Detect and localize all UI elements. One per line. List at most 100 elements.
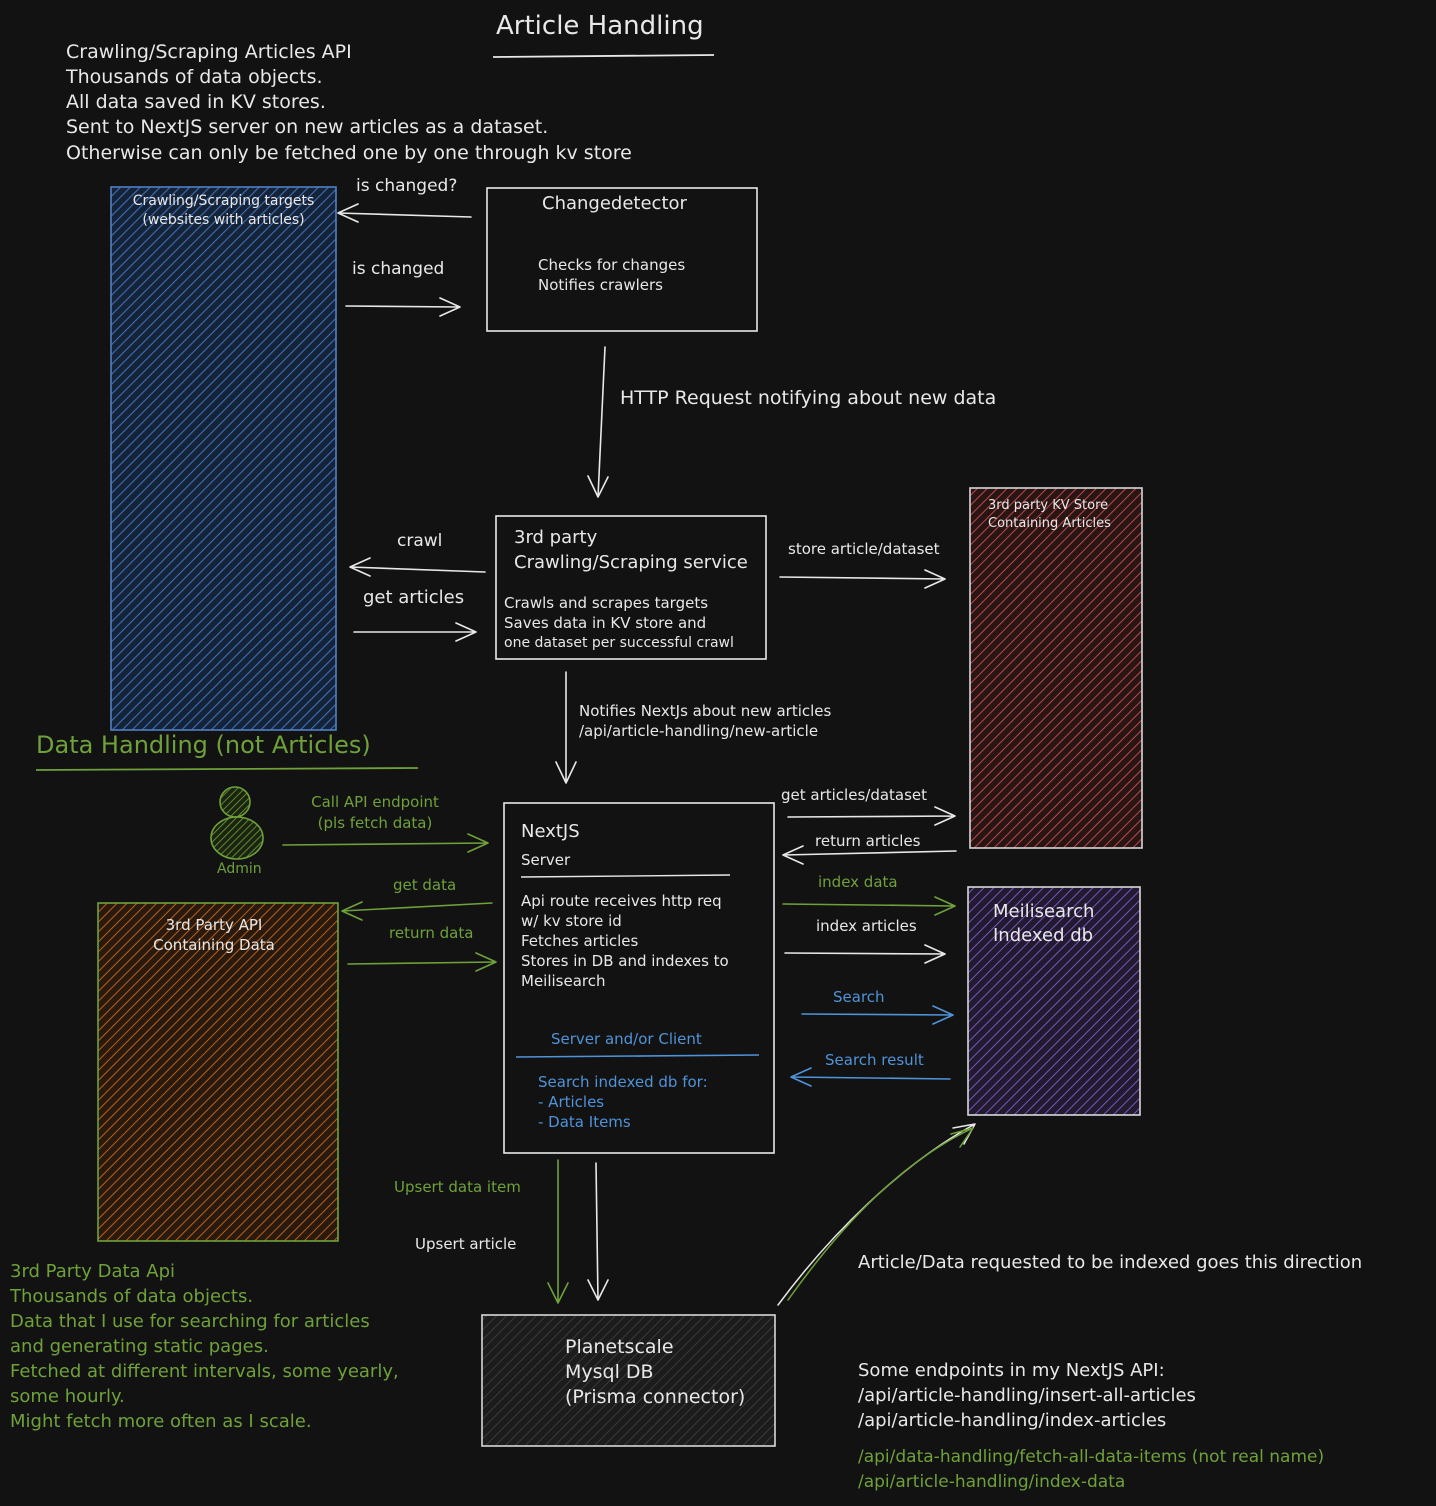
- arrow-store-article: [779, 569, 946, 589]
- data-api-label: Containing Data: [153, 936, 275, 954]
- arrow-get-data: [341, 901, 493, 921]
- data-handling-line: Thousands of data objects.: [10, 1286, 254, 1307]
- arrow-call-api: [282, 833, 489, 853]
- nextjs-client-title: Server and/or Client: [551, 1030, 702, 1048]
- changedetector-box: [486, 187, 758, 332]
- planetscale-box: [481, 1314, 776, 1447]
- arrow-return-data: [347, 952, 497, 972]
- kv-store-box: [969, 487, 1143, 849]
- data-api-label: 3rd Party API: [165, 916, 263, 934]
- admin-label: Admin: [217, 861, 262, 877]
- planetscale-label: (Prisma connector): [565, 1386, 746, 1408]
- edge-return-articles: return articles: [815, 832, 921, 850]
- edge-notifies: /api/article-handling/new-article: [579, 722, 819, 740]
- arrow-search-result: [790, 1067, 951, 1087]
- crawler-line: Crawls and scrapes targets: [504, 594, 709, 612]
- arrow-upsert-data-item: [547, 1159, 569, 1304]
- changedetector-line: Notifies crawlers: [538, 276, 663, 294]
- intro-line: Thousands of data objects.: [66, 66, 323, 88]
- data-handling-heading: Data Handling (not Articles): [36, 731, 371, 759]
- edge-search: Search: [833, 988, 885, 1006]
- edge-upsert-data-item: Upsert data item: [394, 1178, 521, 1196]
- data-handling-line: Fetched at different intervals, some yea…: [10, 1361, 399, 1382]
- arrow-index-articles: [784, 944, 946, 964]
- edge-call-api: (pls fetch data): [317, 814, 433, 832]
- targets-label: (websites with articles): [142, 212, 305, 228]
- nextjs-search-line: Search indexed db for:: [538, 1073, 708, 1091]
- kv-store-label: Containing Articles: [988, 516, 1111, 531]
- endpoint-line: /api/article-handling/index-articles: [858, 1410, 1167, 1431]
- intro-line: All data saved in KV stores.: [66, 91, 326, 113]
- data-handling-line: Might fetch more often as I scale.: [10, 1411, 312, 1432]
- edge-index-data: index data: [818, 873, 898, 891]
- data-api-box: [97, 902, 339, 1242]
- edge-http-request: HTTP Request notifying about new data: [620, 387, 997, 409]
- meili-label: Indexed db: [993, 925, 1094, 946]
- edge-crawl: crawl: [397, 531, 443, 551]
- nextjs-line: Stores in DB and indexes to: [521, 952, 729, 970]
- intro-line: Crawling/Scraping Articles API: [66, 41, 352, 63]
- crawler-title: Crawling/Scraping service: [514, 552, 748, 573]
- targets-box: [110, 186, 337, 731]
- intro-line: Sent to NextJS server on new articles as…: [66, 116, 549, 138]
- edge-is-changed-q: is changed?: [356, 176, 458, 196]
- crawler-box: [495, 515, 767, 660]
- arrow-return-articles: [782, 845, 957, 865]
- edge-call-api: Call API endpoint: [311, 793, 439, 811]
- data-handling-line: and generating static pages.: [10, 1336, 269, 1357]
- nextjs-line: Fetches articles: [521, 932, 639, 950]
- edge-notifies: Notifies NextJs about new articles: [579, 702, 832, 720]
- targets-label: Crawling/Scraping targets: [132, 193, 315, 209]
- arrow-index-direction-green: [787, 1127, 974, 1301]
- endpoint-line: /api/data-handling/fetch-all-data-items …: [858, 1447, 1325, 1467]
- crawler-line: Saves data in KV store and: [504, 614, 707, 632]
- changedetector-title: Changedetector: [542, 193, 687, 214]
- edge-search-result: Search result: [825, 1051, 924, 1069]
- kv-store-label: 3rd party KV Store: [988, 498, 1109, 513]
- arrow-notifies: [555, 671, 577, 784]
- arrow-upsert-article: [587, 1162, 609, 1301]
- nextjs-title: NextJS: [521, 821, 580, 842]
- planetscale-label: Mysql DB: [565, 1361, 654, 1383]
- edge-is-changed: is changed: [352, 259, 445, 279]
- edge-return-data: return data: [389, 924, 474, 942]
- meili-label: Meilisearch: [993, 901, 1095, 922]
- edge-get-articles: get articles: [363, 587, 465, 608]
- nextjs-subtitle: Server: [521, 851, 571, 869]
- edge-upsert-article: Upsert article: [415, 1235, 517, 1253]
- nextjs-box: [503, 802, 775, 1154]
- admin-icon: [210, 786, 264, 860]
- arrow-http-request: [587, 346, 609, 498]
- crawler-title: 3rd party: [514, 527, 598, 548]
- edge-get-data: get data: [393, 876, 457, 894]
- arrow-crawl: [349, 557, 486, 577]
- nextjs-line: Api route receives http req: [521, 892, 722, 910]
- nextjs-line: w/ kv store id: [521, 912, 622, 930]
- meili-box: [967, 886, 1141, 1116]
- arrow-get-articles: [353, 622, 477, 642]
- arrow-index-direction-white: [777, 1123, 976, 1306]
- arrow-search: [801, 1005, 954, 1025]
- edge-indexed-direction: Article/Data requested to be indexed goe…: [858, 1252, 1363, 1273]
- diagram-title: Article Handling: [496, 11, 704, 41]
- arrow-index-data: [782, 896, 956, 916]
- arrow-is-changed: [345, 297, 461, 317]
- crawler-line: one dataset per successful crawl: [504, 635, 734, 651]
- arrow-get-articles-dataset: [787, 806, 956, 826]
- data-handling-line: some hourly.: [10, 1386, 125, 1407]
- intro-line: Otherwise can only be fetched one by one…: [66, 142, 632, 164]
- data-handling-line: Data that I use for searching for articl…: [10, 1311, 370, 1332]
- data-handling-line: 3rd Party Data Api: [10, 1261, 176, 1282]
- endpoint-line: /api/article-handling/insert-all-article…: [858, 1385, 1196, 1406]
- edge-index-articles: index articles: [816, 917, 917, 935]
- planetscale-label: Planetscale: [565, 1336, 674, 1358]
- endpoints-heading: Some endpoints in my NextJS API:: [858, 1360, 1165, 1381]
- edge-store-article: store article/dataset: [788, 540, 940, 558]
- nextjs-search-line: - Articles: [538, 1093, 605, 1111]
- changedetector-line: Checks for changes: [538, 256, 686, 274]
- arrow-is-changed-q: [337, 203, 472, 223]
- nextjs-line: Meilisearch: [521, 972, 606, 990]
- endpoint-line: /api/article-handling/index-data: [858, 1472, 1126, 1492]
- nextjs-search-line: - Data Items: [538, 1113, 631, 1131]
